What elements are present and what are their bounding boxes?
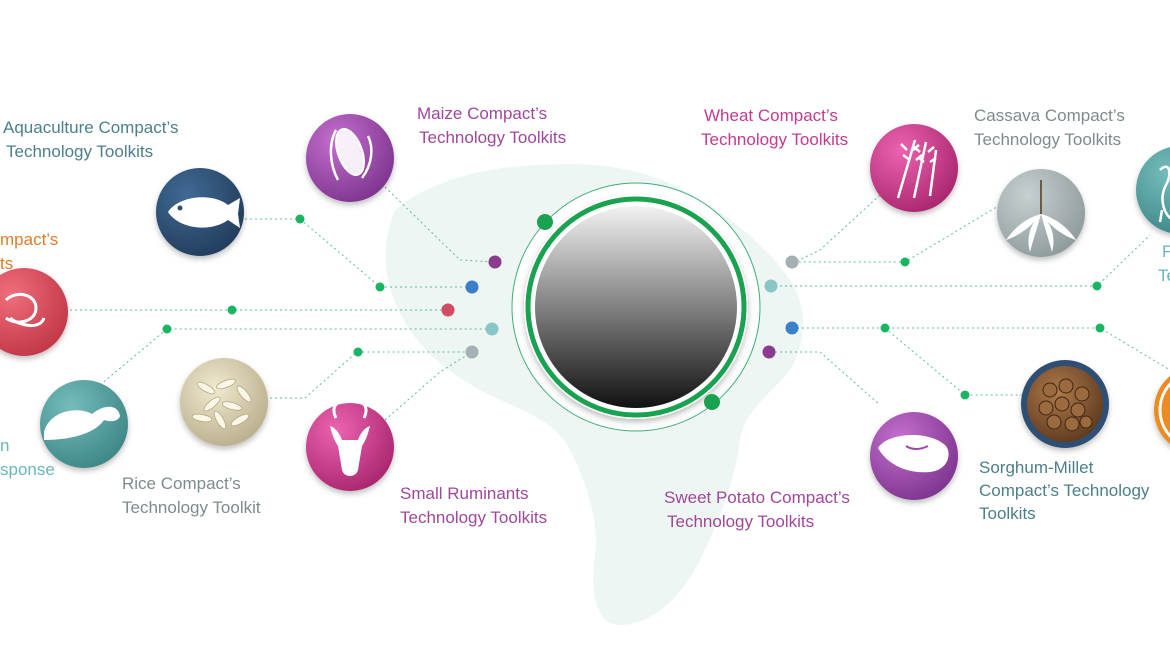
cassava-label: Cassava Compact’s Technology Toolkits	[974, 104, 1125, 152]
chicken-icon	[1158, 165, 1170, 223]
beans-label-line1: mpact’s	[0, 230, 59, 249]
right-label-partial: F Te	[1158, 240, 1170, 288]
maize-label-line1: Maize Compact’s	[417, 104, 548, 123]
wheat-label-line1: Wheat Compact’s	[704, 106, 838, 125]
small-ruminants-node	[306, 400, 394, 491]
rice-label-line1: Rice Compact’s	[122, 474, 241, 493]
sorghum-grains-icon	[1038, 378, 1093, 432]
armyworm-label-partial: n sponse	[0, 434, 55, 482]
orange-circle-icon	[1158, 382, 1170, 438]
connector-dots	[162, 214, 1105, 400]
aquaculture-label-line2: Technology Toolkits	[6, 142, 154, 161]
small-ruminants-label-line2: Technology Toolkits	[400, 508, 548, 527]
goat-head-icon	[330, 400, 370, 476]
sweet-potato-label-line2: Technology Toolkits	[667, 512, 815, 531]
wheat-icon	[896, 139, 938, 199]
sweet-potato-node	[870, 412, 958, 500]
corn-cob-icon	[329, 128, 373, 181]
sweet-potato-icon	[878, 434, 949, 473]
cassava-node	[997, 169, 1085, 257]
aquaculture-label: Aquaculture Compact’s Technology Toolkit…	[3, 116, 178, 164]
sweet-potato-label-line1: Sweet Potato Compact’s	[664, 488, 850, 507]
small-ruminants-label: Small Ruminants Technology Toolkits	[400, 482, 547, 530]
central-hub	[511, 182, 761, 432]
beans-node	[0, 268, 68, 356]
sorghum-millet-label-line1: Sorghum-Millet	[979, 458, 1094, 477]
rice-grains-icon	[191, 378, 252, 430]
beans-label-partial: mpact’s ts	[0, 228, 58, 276]
aquaculture-label-line1: Aquaculture Compact’s	[3, 118, 179, 137]
caterpillar-icon	[44, 406, 120, 440]
sorghum-millet-label: Sorghum-Millet Compact’s Technology Tool…	[979, 456, 1149, 525]
cassava-leaf-icon	[1006, 180, 1076, 252]
maize-label-line2: Technology Toolkits	[419, 128, 567, 147]
beans-label-line2: ts	[0, 254, 14, 273]
armyworm-label-line1: n	[0, 436, 10, 455]
rice-label: Rice Compact’s Technology Toolkit	[122, 472, 261, 520]
orange-node	[1154, 376, 1170, 444]
rice-node	[180, 358, 268, 446]
wheat-label: Wheat Compact’s Technology Toolkits	[701, 104, 849, 152]
small-ruminants-label-line1: Small Ruminants	[400, 484, 529, 503]
wheat-node	[870, 124, 958, 212]
cassava-label-line1: Cassava Compact’s	[974, 106, 1125, 125]
armyworm-node	[40, 380, 128, 468]
rice-label-line2: Technology Toolkit	[122, 498, 261, 517]
right-label-line1: F	[1162, 242, 1170, 261]
sorghum-millet-label-line3: Toolkits	[979, 504, 1036, 523]
sorghum-millet-label-line2: Compact’s Technology	[979, 481, 1150, 500]
sorghum-millet-node	[1021, 360, 1109, 448]
right-label-line2: Te	[1158, 266, 1170, 285]
wheat-label-line2: Technology Toolkits	[701, 130, 849, 149]
sweet-potato-label: Sweet Potato Compact’s Technology Toolki…	[664, 486, 850, 534]
poultry-node	[1136, 147, 1170, 233]
fish-icon	[168, 197, 240, 228]
bean-icon	[4, 292, 46, 327]
maize-label: Maize Compact’s Technology Toolkits	[417, 102, 566, 150]
cassava-label-line2: Technology Toolkits	[974, 130, 1122, 149]
aquaculture-node	[156, 168, 244, 256]
armyworm-label-line2: sponse	[0, 460, 55, 479]
maize-node	[306, 114, 394, 202]
